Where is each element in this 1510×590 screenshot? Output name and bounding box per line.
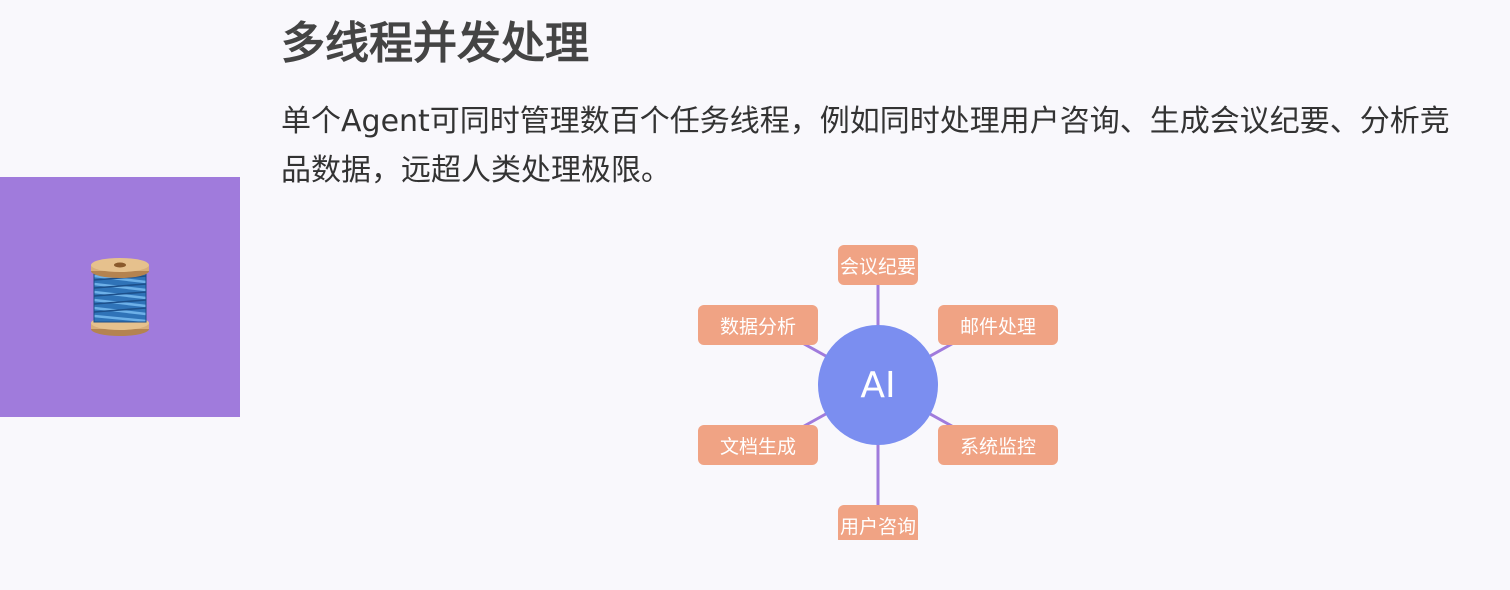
concurrency-diagram: AI 会议纪要 邮件处理 系统监控 用户咨询 文档生成 数据分析: [690, 240, 1070, 540]
node-meeting-notes: 会议纪要: [838, 245, 918, 285]
icon-panel: [0, 177, 240, 417]
section-description: 单个Agent可同时管理数百个任务线程，例如同时处理用户咨询、生成会议纪要、分析…: [281, 104, 1450, 188]
section-title: 多线程并发处理: [281, 18, 589, 69]
node-user-inquiry: 用户咨询: [838, 505, 918, 540]
node-email-processing: 邮件处理: [938, 305, 1058, 345]
node-data-analysis: 数据分析: [698, 305, 818, 345]
node-system-monitoring: 系统监控: [938, 425, 1058, 465]
ai-hub: AI: [818, 325, 938, 445]
node-document-generation: 文档生成: [698, 425, 818, 465]
thread-spool-icon: [91, 258, 149, 336]
